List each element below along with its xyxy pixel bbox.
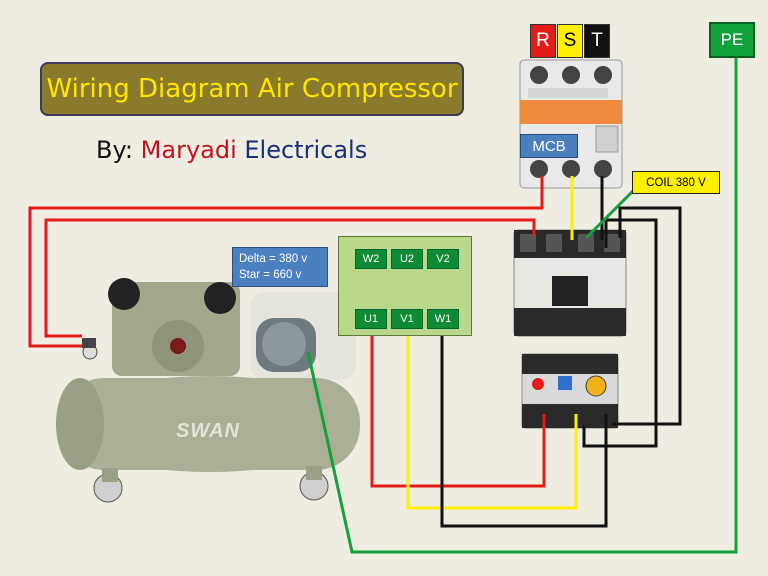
ground-wire [306, 56, 738, 554]
compressor [56, 278, 360, 503]
red-wires [28, 176, 546, 488]
coil-label: COIL 380 V [632, 171, 720, 194]
byline-name-blue: Electricals [244, 136, 368, 164]
byline-prefix: By: [96, 136, 134, 164]
contactor [513, 229, 627, 337]
terminal-u1: U1 [355, 309, 387, 329]
title-box: Wiring Diagram Air Compressor [40, 62, 464, 116]
yellow-wires [406, 176, 578, 510]
terminal-w2: W2 [355, 249, 387, 269]
phase-s-label: S [557, 24, 583, 58]
star-voltage: Star = 660 v [239, 269, 302, 281]
terminal-v1: V1 [391, 309, 423, 329]
voltage-info-box: Delta = 380 v Star = 660 v [232, 247, 328, 287]
phase-r-label: R [530, 24, 556, 58]
terminal-w1: W1 [427, 309, 459, 329]
motor-terminal-block: W2 U2 V2 U1 V1 W1 [338, 236, 472, 336]
terminal-u2: U2 [391, 249, 423, 269]
page-title: Wiring Diagram Air Compressor [46, 74, 458, 104]
black-wires [440, 176, 682, 528]
mcb-breaker [519, 59, 623, 189]
terminal-v2: V2 [427, 249, 459, 269]
delta-voltage: Delta = 380 v [239, 253, 308, 265]
mcb-label: MCB [520, 134, 578, 158]
overload-relay [521, 353, 619, 429]
byline: By: Maryadi Electricals [96, 136, 367, 164]
phase-t-label: T [584, 24, 610, 58]
pe-label: PE [709, 22, 755, 58]
compressor-brand: SWAN [176, 420, 240, 442]
byline-name-red: Maryadi [140, 136, 237, 164]
